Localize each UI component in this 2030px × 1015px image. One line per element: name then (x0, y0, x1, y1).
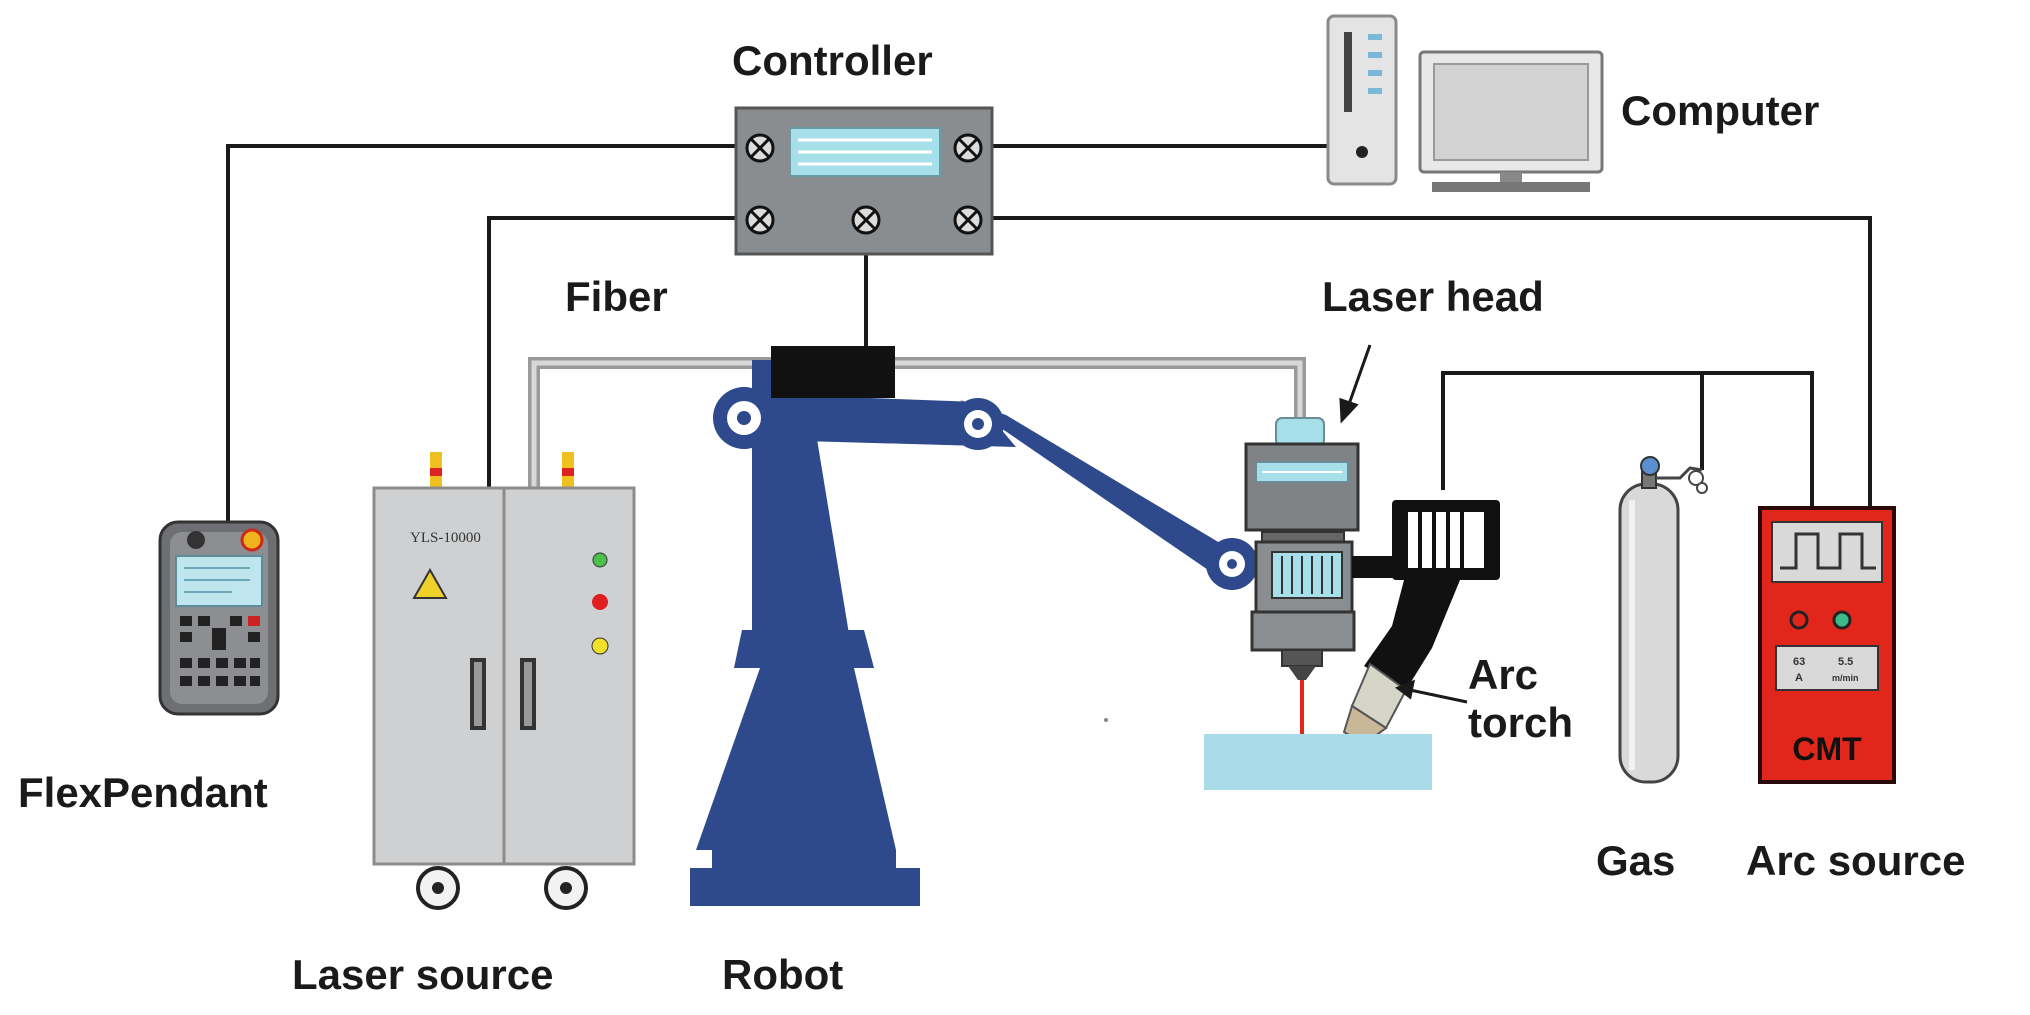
cable-laser-source-controller (487, 216, 756, 490)
workpiece (1204, 734, 1432, 790)
label-arc: Arc (1468, 651, 1539, 698)
label-controller: Controller (732, 37, 933, 84)
cable-arc-source-torch (1441, 371, 1814, 510)
flexpendant-device (158, 520, 280, 716)
label-torch: torch (1468, 699, 1573, 746)
arc-unit-1: A (1795, 672, 1803, 684)
laser-model-text: YLS-10000 (410, 530, 481, 546)
robot-motor (771, 346, 895, 398)
cable-controller-arc-source (986, 216, 1872, 510)
gas-cylinder (1618, 456, 1708, 784)
arc-torch (1333, 500, 1500, 746)
label-arc-source: Arc source (1746, 837, 1966, 884)
computer-tower (1326, 14, 1398, 186)
cable-flexpendant-controller (226, 144, 758, 525)
label-fiber: Fiber (565, 273, 668, 320)
arrows (1339, 344, 1468, 704)
controller-connectors (745, 133, 983, 235)
label-computer: Computer (1621, 87, 1820, 134)
label-laser-head: Laser head (1322, 273, 1544, 320)
speck (1104, 718, 1108, 722)
label-robot: Robot (722, 951, 844, 998)
arc-source-device: 63 A 5.5 m/min CMT (1758, 506, 1896, 784)
laser-source-cabinet: YLS-10000 (372, 452, 636, 910)
arc-unit-2: m/min (1832, 673, 1859, 683)
robot (690, 346, 1258, 906)
laser-head (1244, 417, 1360, 738)
arc-reading-2: 5.5 (1838, 656, 1853, 668)
computer (1326, 14, 1604, 192)
cmt-text: CMT (1792, 731, 1862, 767)
fiber-cable (528, 357, 1306, 490)
label-flexpendant: FlexPendant (18, 769, 268, 816)
label-laser-source: Laser source (292, 951, 554, 998)
arc-reading-1: 63 (1793, 656, 1805, 668)
label-gas: Gas (1596, 837, 1676, 884)
cables (226, 144, 1872, 525)
controller (734, 106, 994, 256)
